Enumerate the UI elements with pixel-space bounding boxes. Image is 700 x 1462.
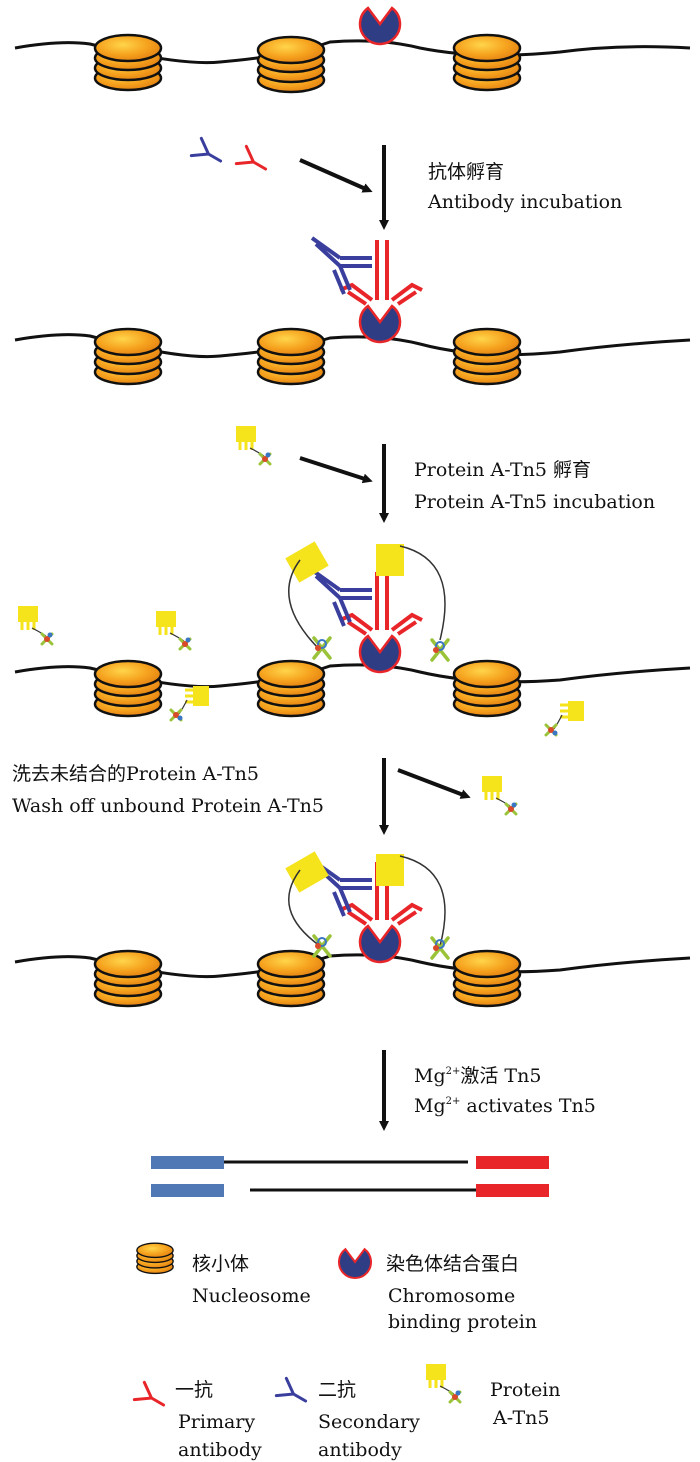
arrow xyxy=(397,768,471,799)
nucleosome xyxy=(256,949,326,1008)
legend-primary-antibody-icon xyxy=(132,1380,171,1416)
nucleosome xyxy=(452,327,522,386)
legend-nucleosome-cn: 核小体 xyxy=(192,1253,249,1275)
protein-a xyxy=(285,851,329,893)
protein-a-tn5-free xyxy=(234,424,272,466)
protein-a-tn5-free xyxy=(169,684,211,722)
step-4-en: Mg2+ activates Tn5 xyxy=(414,1095,596,1117)
nucleosome xyxy=(256,35,326,94)
primary-antibody xyxy=(339,862,423,926)
step-4-cn: Mg2+激活 Tn5 xyxy=(414,1065,541,1087)
chromosome-binding-protein xyxy=(358,634,402,674)
protein-a-tn5-free xyxy=(480,774,518,816)
nucleosome xyxy=(452,949,522,1008)
dna-row-1 xyxy=(14,6,691,94)
step-3-cn: 洗去未结合的Protein A-Tn5 xyxy=(12,763,259,785)
nucleosome xyxy=(256,659,326,718)
protein-a-tn5-free xyxy=(16,604,54,646)
legend-nucleosome-en: Nucleosome xyxy=(192,1285,311,1307)
nucleosome xyxy=(93,327,163,386)
chromosome-binding-protein xyxy=(358,6,402,46)
primary-antibody xyxy=(339,572,423,636)
legend-secondary-en1: Secondary xyxy=(318,1411,420,1433)
nucleosome xyxy=(452,659,522,718)
protein-a-tn5-free xyxy=(154,609,192,651)
legend-secondary-cn: 二抗 xyxy=(318,1379,356,1401)
legend-primary-en1: Primary xyxy=(178,1411,255,1433)
secondary-antibody xyxy=(310,568,372,627)
free-antibodies xyxy=(189,136,273,180)
legend-binding-protein-cn: 染色体结合蛋白 xyxy=(386,1253,519,1275)
primary-antibody xyxy=(339,240,423,306)
legend-secondary-en2: antibody xyxy=(318,1439,402,1461)
protein-a-tn5-free xyxy=(544,699,586,737)
tn5 xyxy=(430,936,450,960)
protein-a xyxy=(376,854,404,886)
legend-primary-cn: 一抗 xyxy=(175,1379,213,1401)
tn5 xyxy=(312,934,332,958)
dna-row-3 xyxy=(14,541,691,737)
tn5 xyxy=(430,638,450,662)
legend-patn5-en2: A-Tn5 xyxy=(492,1407,549,1429)
dna-row-4 xyxy=(14,851,691,1008)
step-3-en: Wash off unbound Protein A-Tn5 xyxy=(12,795,324,817)
arrow xyxy=(299,456,373,484)
nucleosome xyxy=(256,327,326,386)
legend-nucleosome-icon xyxy=(136,1242,174,1275)
protein-a xyxy=(376,544,404,576)
legend-protein-a-tn5-icon xyxy=(424,1362,462,1404)
dna-row-2 xyxy=(14,236,691,386)
step-1-en: Antibody incubation xyxy=(427,191,622,213)
tn5 xyxy=(312,636,332,660)
chromosome-binding-protein xyxy=(358,304,402,344)
nucleosome xyxy=(93,659,163,718)
legend: 核小体 Nucleosome 染色体结合蛋白 Chromosome bindin… xyxy=(132,1242,561,1461)
nucleosome xyxy=(452,33,522,92)
step-2-en: Protein A-Tn5 incubation xyxy=(414,491,655,513)
protein-a xyxy=(285,541,329,583)
secondary-antibody xyxy=(310,236,372,295)
step-1-cn: 抗体孵育 xyxy=(428,161,504,183)
nucleosome xyxy=(93,949,163,1008)
step-2-cn: Protein A-Tn5 孵育 xyxy=(414,459,591,481)
legend-binding-protein-en1: Chromosome xyxy=(388,1285,515,1307)
arrow xyxy=(299,158,373,193)
legend-primary-en2: antibody xyxy=(178,1439,262,1461)
legend-binding-protein-icon xyxy=(337,1248,373,1280)
legend-secondary-antibody-icon xyxy=(274,1376,313,1412)
dna-fragments xyxy=(151,1156,549,1197)
nucleosome xyxy=(93,33,163,92)
chromosome-binding-protein xyxy=(358,924,402,964)
legend-patn5-en1: Protein xyxy=(490,1379,561,1401)
legend-binding-protein-en2: binding protein xyxy=(388,1311,537,1333)
